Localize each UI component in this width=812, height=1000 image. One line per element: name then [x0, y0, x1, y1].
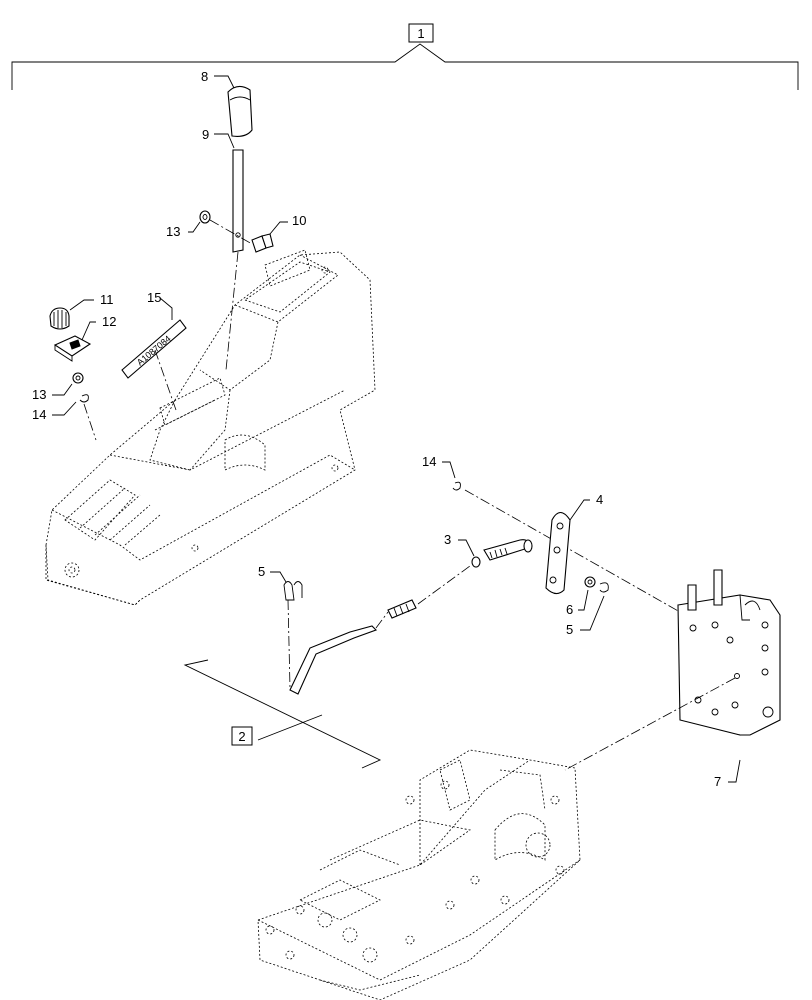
- callout-box-2: [231, 726, 253, 746]
- lift-housing: [257, 749, 581, 1000]
- clip-right-5: 5: [566, 582, 609, 637]
- callout-15: 15: [147, 290, 161, 305]
- callout-6: 6: [566, 602, 573, 617]
- callout-5-right: 5: [566, 622, 573, 637]
- clip-right: 14: [422, 454, 681, 613]
- callout-12: 12: [102, 314, 116, 329]
- link-plate: 4: [545, 492, 603, 595]
- clip-left-5: 5: [258, 564, 303, 689]
- callout-14-left: 14: [32, 407, 46, 422]
- valve-block: 7: [564, 569, 781, 789]
- washer-left: 13: [32, 372, 84, 402]
- callout-14-right: 14: [422, 454, 436, 469]
- bolt: 10: [209, 213, 306, 253]
- washer-6: 6: [566, 576, 596, 617]
- assembly-bracket-2: 2: [183, 659, 382, 769]
- threaded-pin: 3: [444, 532, 533, 568]
- small-knob: 11: [49, 292, 114, 330]
- callout-2: 2: [238, 729, 245, 744]
- lever-centerline: [225, 251, 239, 371]
- lever-knob: 8: [201, 69, 253, 137]
- callout-8: 8: [201, 69, 208, 84]
- callout-10: 10: [292, 213, 306, 228]
- callout-11: 11: [100, 292, 114, 307]
- callout-4: 4: [596, 492, 603, 507]
- washer-top: 13: [166, 210, 211, 239]
- callout-box-1: [408, 23, 434, 43]
- control-lever: 9: [202, 127, 244, 253]
- callout-7: 7: [714, 774, 721, 789]
- assembly-bracket-1: 1: [11, 23, 799, 90]
- callout-1: 1: [417, 26, 424, 41]
- decal: A1087084 15: [121, 290, 187, 411]
- decal-text: A1087084: [135, 333, 173, 367]
- callout-9: 9: [202, 127, 209, 142]
- bracket-plate: 12: [53, 314, 116, 362]
- callout-3: 3: [444, 532, 451, 547]
- callout-13-left: 13: [32, 387, 46, 402]
- clip-left: 14: [32, 394, 97, 441]
- callout-13-top: 13: [166, 224, 180, 239]
- callout-5-left: 5: [258, 564, 265, 579]
- control-console: [45, 249, 376, 606]
- linkage-rod: [289, 565, 471, 695]
